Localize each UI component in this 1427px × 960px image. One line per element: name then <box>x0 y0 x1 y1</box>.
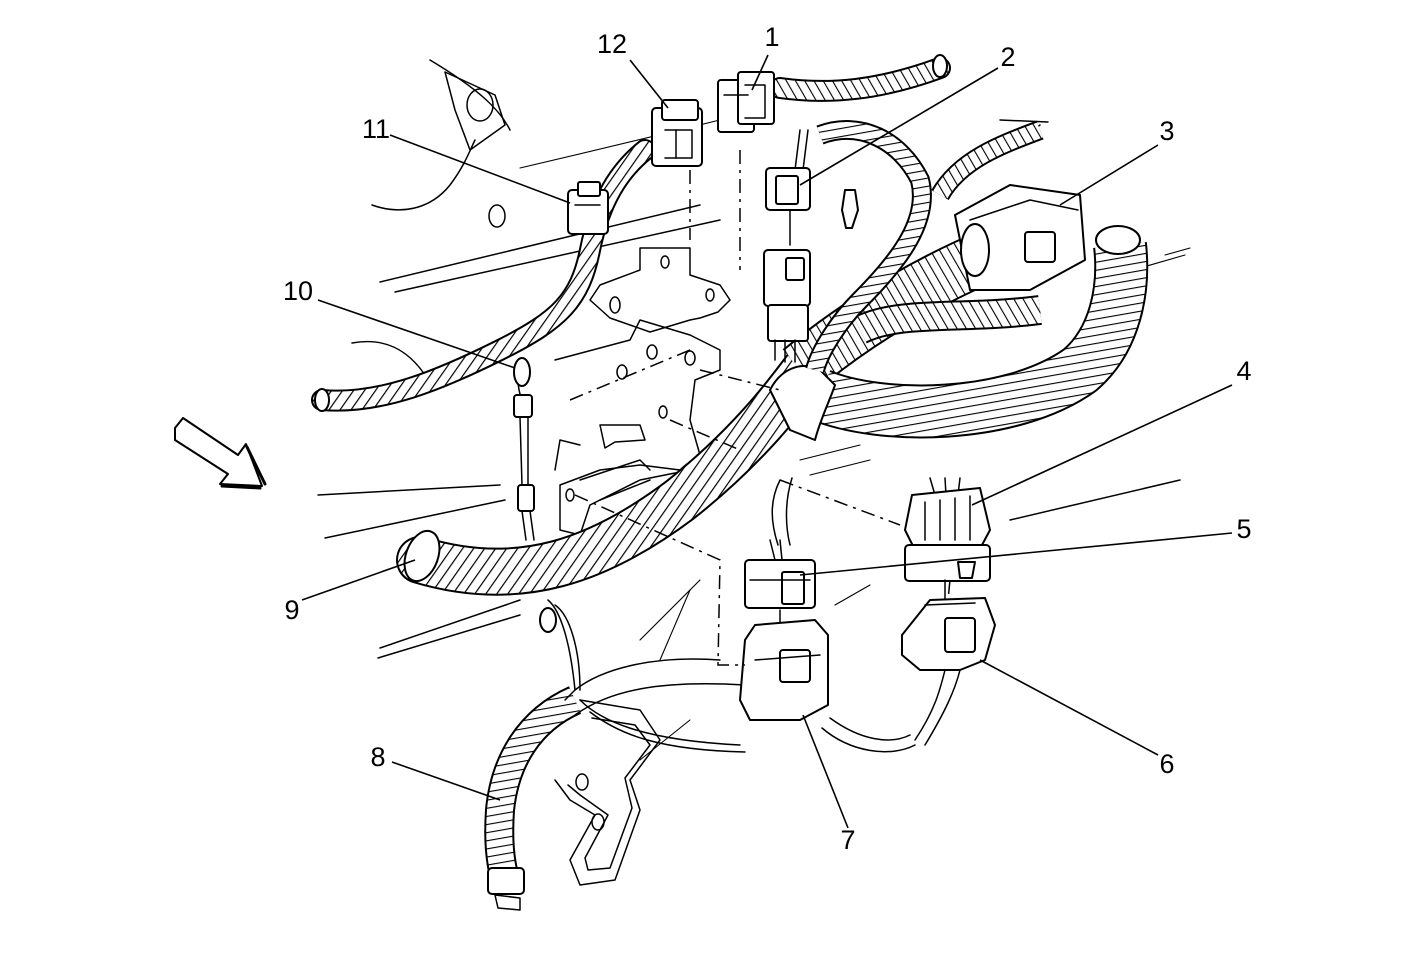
connector-12 <box>651 99 703 167</box>
callout-6: 6 <box>1159 749 1174 779</box>
connector-1 <box>717 71 775 133</box>
lower-bracket <box>554 699 661 886</box>
connector-4-5 <box>904 477 991 582</box>
main-harness-conduit <box>396 346 829 596</box>
callout-10: 10 <box>283 276 313 306</box>
middle-vertical-harness <box>805 120 1044 373</box>
connector-7 <box>739 539 829 721</box>
callout-labels: 1 12 2 3 11 10 4 5 9 8 6 7 <box>283 22 1252 855</box>
callout-3: 3 <box>1159 116 1174 146</box>
callout-5: 5 <box>1236 514 1251 544</box>
connector-3 <box>954 184 1086 291</box>
callout-2: 2 <box>1000 42 1015 72</box>
callout-8: 8 <box>370 742 385 772</box>
callout-7: 7 <box>840 825 855 855</box>
callout-9: 9 <box>284 595 299 625</box>
callout-1: 1 <box>764 22 779 52</box>
top-harness <box>769 54 951 102</box>
alignment-lines <box>569 150 951 666</box>
callout-4: 4 <box>1236 356 1251 386</box>
connector-6 <box>901 579 996 671</box>
callout-11: 11 <box>362 114 390 144</box>
body-panel-lines <box>317 59 1191 761</box>
connector-11 <box>567 181 609 235</box>
view-direction-arrow-icon <box>174 417 267 490</box>
sensor-10 <box>513 357 535 541</box>
leader-lines <box>301 54 1233 829</box>
harness-junction <box>769 365 836 441</box>
callout-12: 12 <box>597 29 627 59</box>
connector-2 <box>763 129 859 363</box>
lower-left-harness <box>484 599 746 911</box>
